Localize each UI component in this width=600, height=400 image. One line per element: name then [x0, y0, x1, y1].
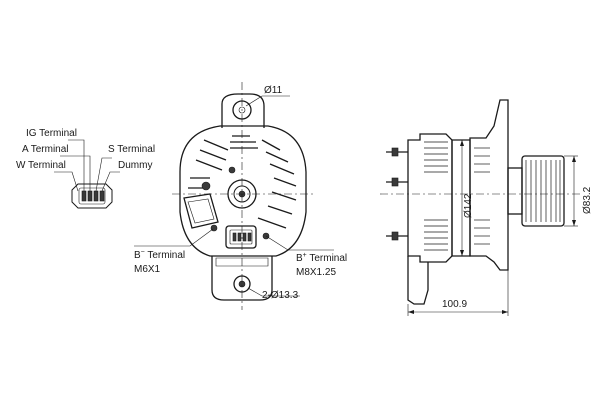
side-view-drawing: [380, 99, 580, 305]
dummy-label: Dummy: [118, 160, 152, 171]
body-diameter-dimension: Ø142: [463, 193, 474, 218]
rear-view-leaders: [134, 95, 334, 297]
s-terminal-label: S Terminal: [108, 144, 155, 155]
side-fins-front: [474, 147, 490, 245]
b-plus-thread-label: M8X1.25: [296, 267, 336, 278]
b-minus-thread-label: M6X1: [134, 264, 161, 275]
b-minus-terminal-label: B− Terminal: [134, 249, 185, 261]
connector-drawing: [71, 183, 113, 209]
upper-hole-dimension: Ø11: [264, 85, 283, 96]
pulley-grooves: [525, 160, 561, 222]
b-plus-terminal-label: B+ Terminal: [296, 252, 347, 264]
rear-cooling-fins: [188, 135, 297, 229]
side-fins-rear: [424, 141, 448, 251]
side-view-dimension-lines: [407, 140, 578, 316]
length-dimension: 100.9: [442, 299, 467, 310]
connector-leader-lines: [54, 139, 120, 192]
w-terminal-label: W Terminal: [16, 160, 66, 171]
ig-terminal-label: IG Terminal: [26, 128, 77, 139]
pulley-diameter-dimension: Ø83.2: [582, 186, 593, 214]
mount-holes-dimension: 2-Ø13.3: [262, 290, 299, 301]
rear-view-drawing: [172, 82, 314, 310]
a-terminal-label: A Terminal: [22, 144, 69, 155]
